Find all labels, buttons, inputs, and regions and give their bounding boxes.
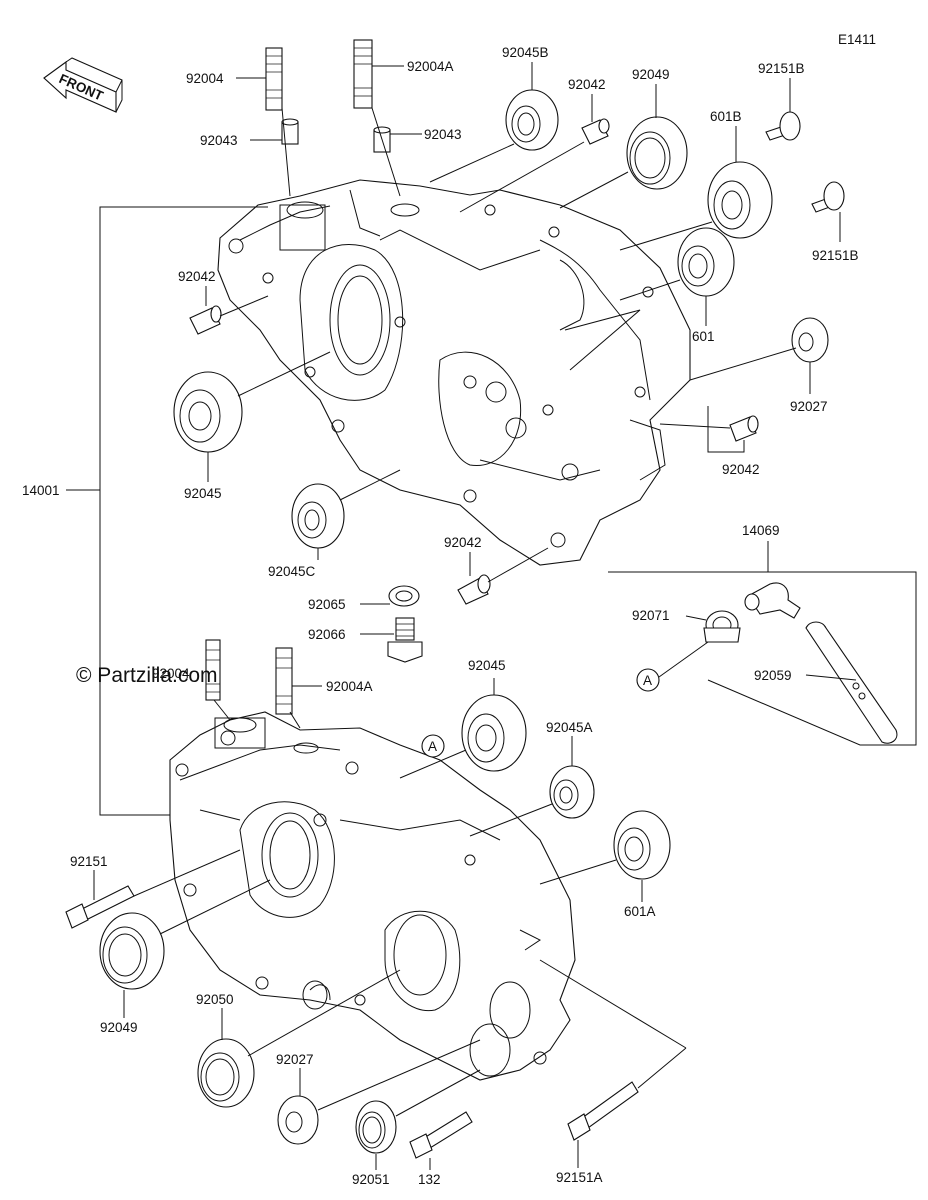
- screw-92151b-icon: [765, 111, 801, 141]
- bearing-601a-icon: [613, 810, 671, 880]
- front-arrow-icon: FRONT: [43, 57, 123, 113]
- reference-marker-a-label: A: [643, 673, 652, 688]
- dowel-pin-icon: [729, 415, 759, 442]
- bearing-601-icon: [677, 227, 735, 297]
- label-601b: 601B: [710, 109, 742, 124]
- label-92045a: 92045A: [546, 720, 593, 735]
- bearing-92045-lower-icon: [461, 694, 527, 772]
- dowel-pin-icon: [189, 305, 222, 335]
- label-92049: 92049: [100, 1020, 138, 1035]
- label-92151b: 92151B: [758, 61, 805, 76]
- oil-seal-92049-lower-icon: [99, 912, 165, 990]
- hose-92059-icon: [805, 621, 898, 744]
- oil-seal-92050-icon: [197, 1038, 255, 1108]
- bearing-92045-icon: [173, 371, 243, 453]
- label-92042: 92042: [178, 269, 216, 284]
- drain-bolt-92066-icon: [387, 617, 423, 663]
- label-92004a: 92004A: [407, 59, 454, 74]
- washer-92027-lower-icon: [277, 1095, 319, 1145]
- reference-marker-a-label: A: [428, 739, 437, 754]
- label-92004: 92004: [186, 71, 224, 86]
- washer-92027-icon: [791, 317, 829, 363]
- elbow-fitting-icon: [744, 582, 801, 619]
- front-label: FRONT: [57, 71, 106, 104]
- label-132: 132: [418, 1172, 441, 1187]
- reference-marker-a: A: [636, 668, 660, 692]
- bolt-92151-icon: [65, 885, 135, 929]
- label-92045: 92045: [468, 658, 506, 673]
- stud-92004-lower-icon: [205, 639, 221, 701]
- label-14069: 14069: [742, 523, 780, 538]
- label-92045b: 92045B: [502, 45, 549, 60]
- lower-crankcase: [169, 711, 576, 1081]
- label-14001: 14001: [22, 483, 60, 498]
- assembly-box-14069: [608, 541, 917, 746]
- dowel-pin-icon: [581, 118, 610, 145]
- label-92004: 92004: [152, 666, 190, 681]
- bearing-92045a-icon: [549, 765, 595, 819]
- label-601: 601: [692, 329, 715, 344]
- bearing-92045c-icon: [291, 483, 345, 549]
- label-92151: 92151: [70, 854, 108, 869]
- stud-92004a-icon: [353, 39, 373, 109]
- stud-92004-icon: [265, 47, 283, 111]
- hose-fitting-92071-icon: [703, 610, 741, 643]
- stud-92004a-lower-icon: [275, 647, 293, 715]
- label-92059: 92059: [754, 668, 792, 683]
- label-92065: 92065: [308, 597, 346, 612]
- bearing-92045b-icon: [505, 89, 559, 151]
- label-92042: 92042: [568, 77, 606, 92]
- assembly-bracket-14001: [66, 206, 268, 816]
- label-92071: 92071: [632, 608, 670, 623]
- label-92004a: 92004A: [326, 679, 373, 694]
- bearing-601b-icon: [707, 161, 773, 239]
- label-92042: 92042: [722, 462, 760, 477]
- label-92151a: 92151A: [556, 1170, 603, 1185]
- label-92027: 92027: [276, 1052, 314, 1067]
- label-92027: 92027: [790, 399, 828, 414]
- label-92043: 92043: [200, 133, 238, 148]
- oil-seal-92051-icon: [355, 1100, 397, 1154]
- label-92045c: 92045C: [268, 564, 316, 579]
- label-92045: 92045: [184, 486, 222, 501]
- label-92050: 92050: [196, 992, 234, 1007]
- label-601a: 601A: [624, 904, 656, 919]
- label-92042: 92042: [444, 535, 482, 550]
- label-92049: 92049: [632, 67, 670, 82]
- part-labels: 92004 92004A 92045B 92042 92049 92151B 9…: [22, 45, 859, 1187]
- leader-lines: [93, 62, 857, 1170]
- label-92043: 92043: [424, 127, 462, 142]
- dowel-pin-icon: [457, 574, 491, 605]
- watermark: © Partzilla.com: [76, 664, 218, 687]
- label-92051: 92051: [352, 1172, 390, 1187]
- screw-92151b-icon: [811, 181, 845, 213]
- bolt-92151a-icon: [567, 1081, 639, 1141]
- label-92066: 92066: [308, 627, 346, 642]
- reference-marker-a: A: [421, 734, 445, 758]
- diagram-code: E1411: [838, 32, 876, 47]
- dowel-pin-icon: [281, 118, 299, 145]
- oil-seal-92049-icon: [626, 116, 688, 190]
- bolt-132-icon: [409, 1111, 473, 1159]
- label-92151b: 92151B: [812, 248, 859, 263]
- upper-crankcase: [217, 179, 691, 566]
- oring-92065-icon: [388, 585, 420, 607]
